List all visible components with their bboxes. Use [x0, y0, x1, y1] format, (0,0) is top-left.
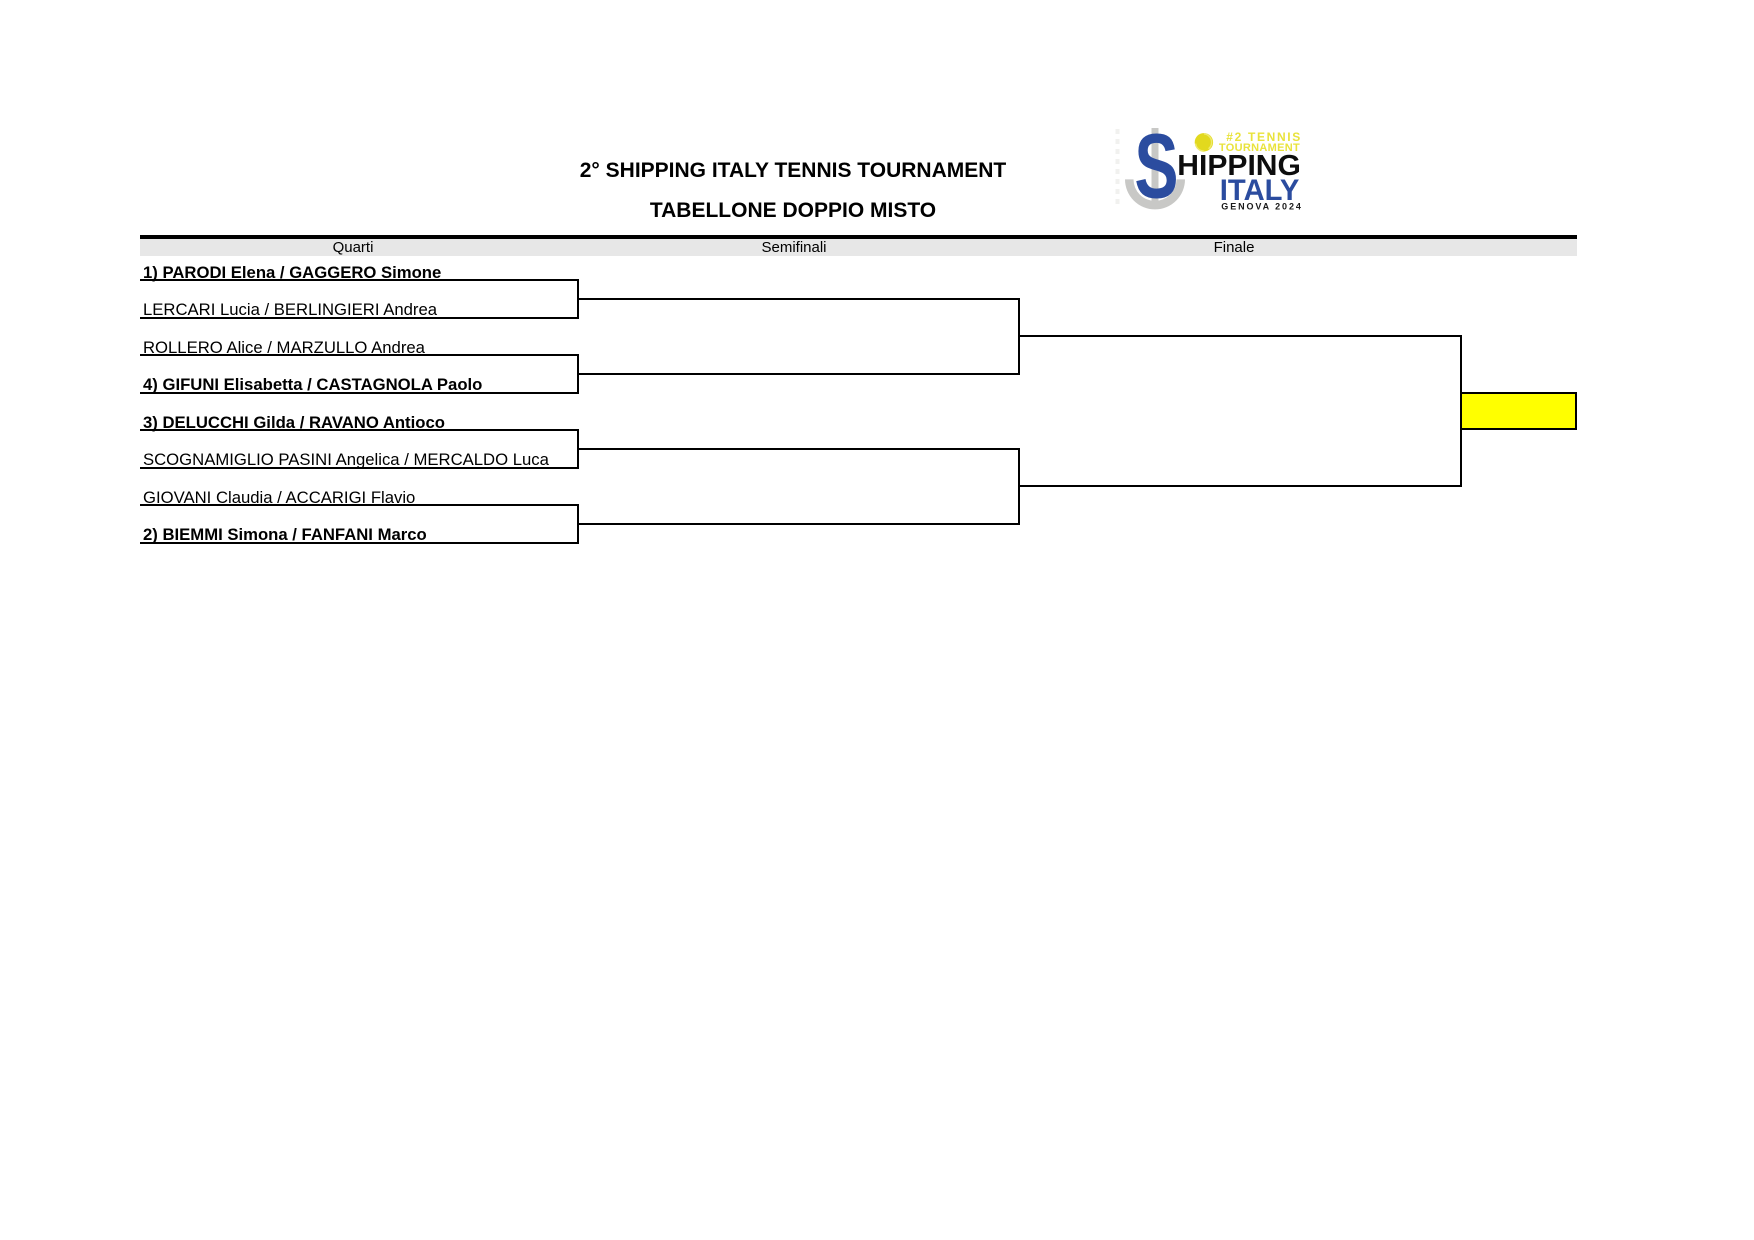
svg-text:S: S	[1134, 118, 1178, 213]
svg-text:ITALY: ITALY	[1220, 174, 1300, 207]
svg-text:TOURNAMENT: TOURNAMENT	[1219, 142, 1300, 154]
svg-text:#2 TENNIS: #2 TENNIS	[1226, 130, 1300, 144]
svg-text:HIPPING: HIPPING	[1177, 150, 1301, 182]
